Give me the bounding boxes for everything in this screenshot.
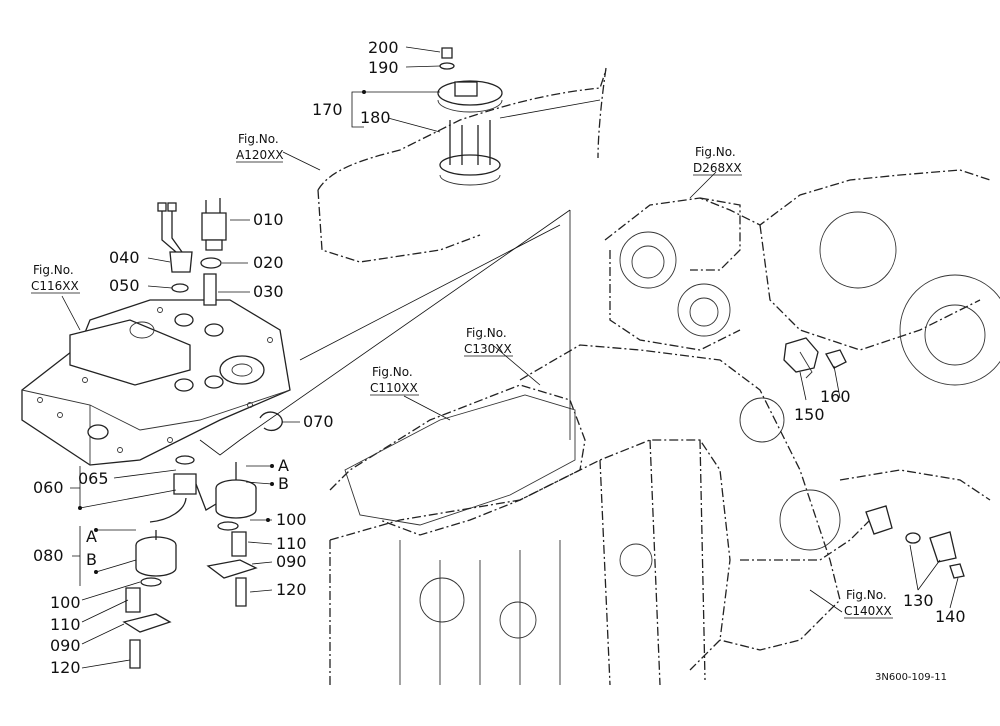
fig-ref-code: C110XX (370, 381, 418, 395)
callout-labels: 200 190 170 180 010 020 030 040 050 070 … (33, 38, 966, 677)
callout-130: 130 (903, 591, 934, 610)
fig-ref-c140: Fig.No. C140XX (844, 588, 893, 619)
solenoid-parts (122, 198, 283, 669)
callout-030: 030 (253, 282, 284, 301)
callout-080: 080 (33, 546, 64, 565)
housing-transmission-case (329, 169, 1000, 686)
marker-a-left: A (86, 527, 97, 546)
marker-b-right: B (278, 474, 289, 493)
fig-ref-title: Fig.No. (466, 326, 507, 340)
fig-ref-title: Fig.No. (372, 365, 413, 379)
fig-ref-title: Fig.No. (238, 132, 279, 146)
callout-180: 180 (360, 108, 391, 127)
fig-ref-title: Fig.No. (695, 145, 736, 159)
valve-cover-plate (21, 299, 291, 466)
callout-160: 160 (820, 387, 851, 406)
callout-010: 010 (253, 210, 284, 229)
callout-200: 200 (368, 38, 399, 57)
top-sensor-assembly (437, 47, 503, 186)
fig-ref-title: Fig.No. (33, 263, 74, 277)
callout-100-right: 100 (276, 510, 307, 529)
callout-090-right: 090 (276, 552, 307, 571)
fig-ref-c110: Fig.No. C110XX (370, 365, 419, 396)
callout-100-left: 100 (50, 593, 81, 612)
callout-020: 020 (253, 253, 284, 272)
fig-ref-c116: Fig.No. C116XX (31, 263, 80, 294)
fig-ref-title: Fig.No. (846, 588, 887, 602)
marker-b-left: B (86, 550, 97, 569)
callout-170: 170 (312, 100, 343, 119)
fig-ref-code: C130XX (464, 342, 512, 356)
callout-090-left: 090 (50, 636, 81, 655)
fig-ref-code: C140XX (844, 604, 892, 618)
drawing-code: 3N600-109-11 (875, 672, 947, 683)
callout-070: 070 (303, 412, 334, 431)
callout-040: 040 (109, 248, 140, 267)
callout-190: 190 (368, 58, 399, 77)
leader-dots (78, 90, 366, 574)
leader-lines (61, 46, 959, 669)
callout-120-right: 120 (276, 580, 307, 599)
callout-140: 140 (935, 607, 966, 626)
callout-050: 050 (109, 276, 140, 295)
fig-ref-d268: Fig.No. D268XX (693, 145, 742, 176)
marker-a-right: A (278, 456, 289, 475)
housing-cab-outline (317, 67, 607, 263)
callout-065: 065 (78, 469, 109, 488)
callout-110-left: 110 (50, 615, 81, 634)
fig-ref-code: A120XX (236, 148, 284, 162)
fig-ref-code: C116XX (31, 279, 79, 293)
fig-ref-a120: Fig.No. A120XX (236, 132, 284, 163)
fig-ref-code: D268XX (693, 161, 742, 175)
callout-060: 060 (33, 478, 64, 497)
callout-120-left: 120 (50, 658, 81, 677)
callout-150: 150 (794, 405, 825, 424)
fig-ref-c130: Fig.No. C130XX (464, 326, 513, 357)
callout-110-right: 110 (276, 534, 307, 553)
speed-sensors-right (783, 337, 965, 579)
